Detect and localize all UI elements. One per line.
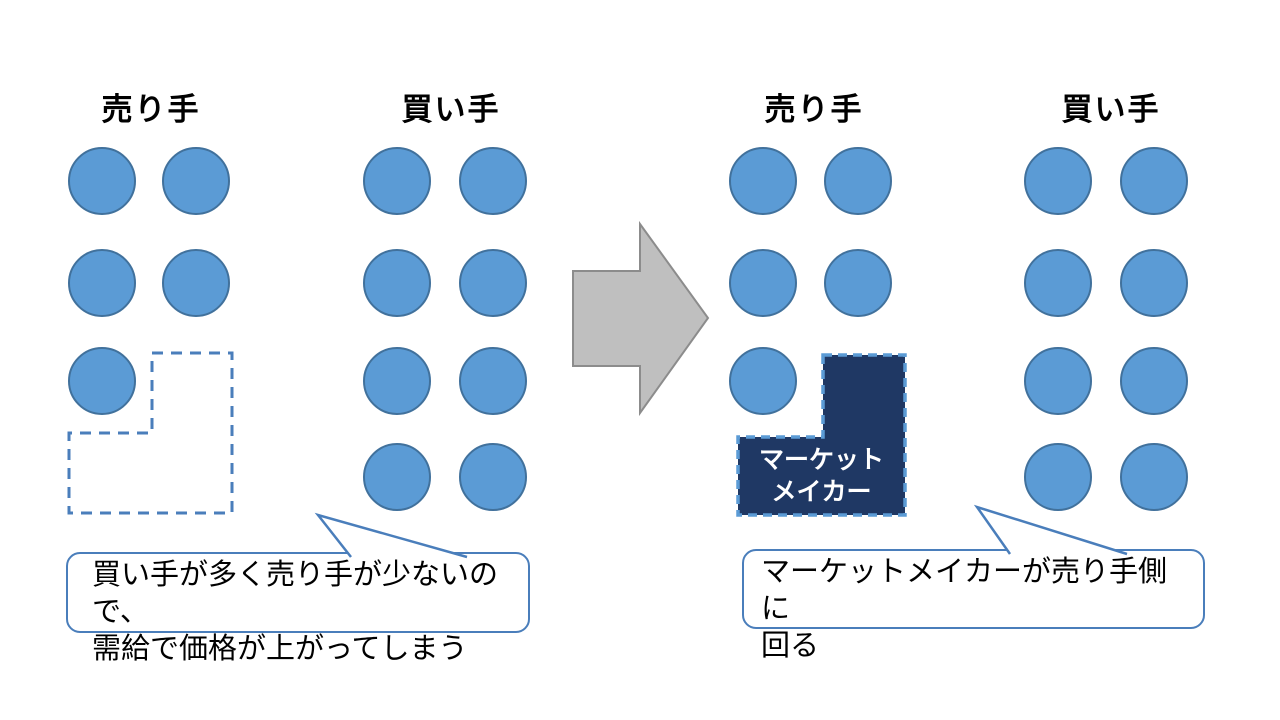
participant-circle [68, 147, 136, 215]
participant-circle [729, 249, 797, 317]
participant-circle [363, 249, 431, 317]
callout-right-line1: マーケットメイカーが売り手側に [761, 556, 1168, 625]
participant-circle [459, 147, 527, 215]
participant-circle [729, 147, 797, 215]
participant-circle [1024, 147, 1092, 215]
participant-circle [68, 249, 136, 317]
label-sellers-right: 売り手 [764, 92, 864, 127]
participant-circle [1120, 347, 1188, 415]
participant-circle [363, 147, 431, 215]
market-maker-label: マーケット メイカー [738, 440, 905, 512]
participant-circle [1120, 443, 1188, 511]
callout-right-tail [973, 504, 1128, 556]
participant-circle [824, 249, 892, 317]
callout-right: マーケットメイカーが売り手側に 回る [742, 549, 1205, 662]
participant-circle [162, 147, 230, 215]
participant-circle [459, 249, 527, 317]
callout-right-line2: 回る [761, 630, 820, 662]
label-buyers-right: 買い手 [1061, 92, 1161, 127]
callout-left-tail [314, 512, 468, 559]
participant-circle [459, 347, 527, 415]
market-maker-label-line1: マーケット [758, 446, 884, 474]
participant-circle [1120, 147, 1188, 215]
participant-circle [68, 347, 136, 415]
participant-circle [162, 249, 230, 317]
label-buyers-left: 買い手 [401, 92, 501, 127]
label-sellers-left: 売り手 [101, 92, 201, 127]
participant-circle [729, 347, 797, 415]
callout-left-line1: 買い手が多く売り手が少ないので、 [92, 559, 499, 628]
participant-circle [1024, 347, 1092, 415]
transition-arrow-icon [572, 220, 710, 417]
participant-circle [1120, 249, 1188, 317]
participant-circle [1024, 443, 1092, 511]
participant-circle [824, 147, 892, 215]
participant-circle [363, 443, 431, 511]
participant-circle [1024, 249, 1092, 317]
callout-left-line2: 需給で価格が上がってしまう [92, 633, 468, 665]
market-maker-label-line2: メイカー [771, 478, 872, 506]
callout-left: 買い手が多く売り手が少ないので、 需給で価格が上がってしまう [66, 552, 530, 665]
participant-circle [459, 443, 527, 511]
participant-circle [363, 347, 431, 415]
